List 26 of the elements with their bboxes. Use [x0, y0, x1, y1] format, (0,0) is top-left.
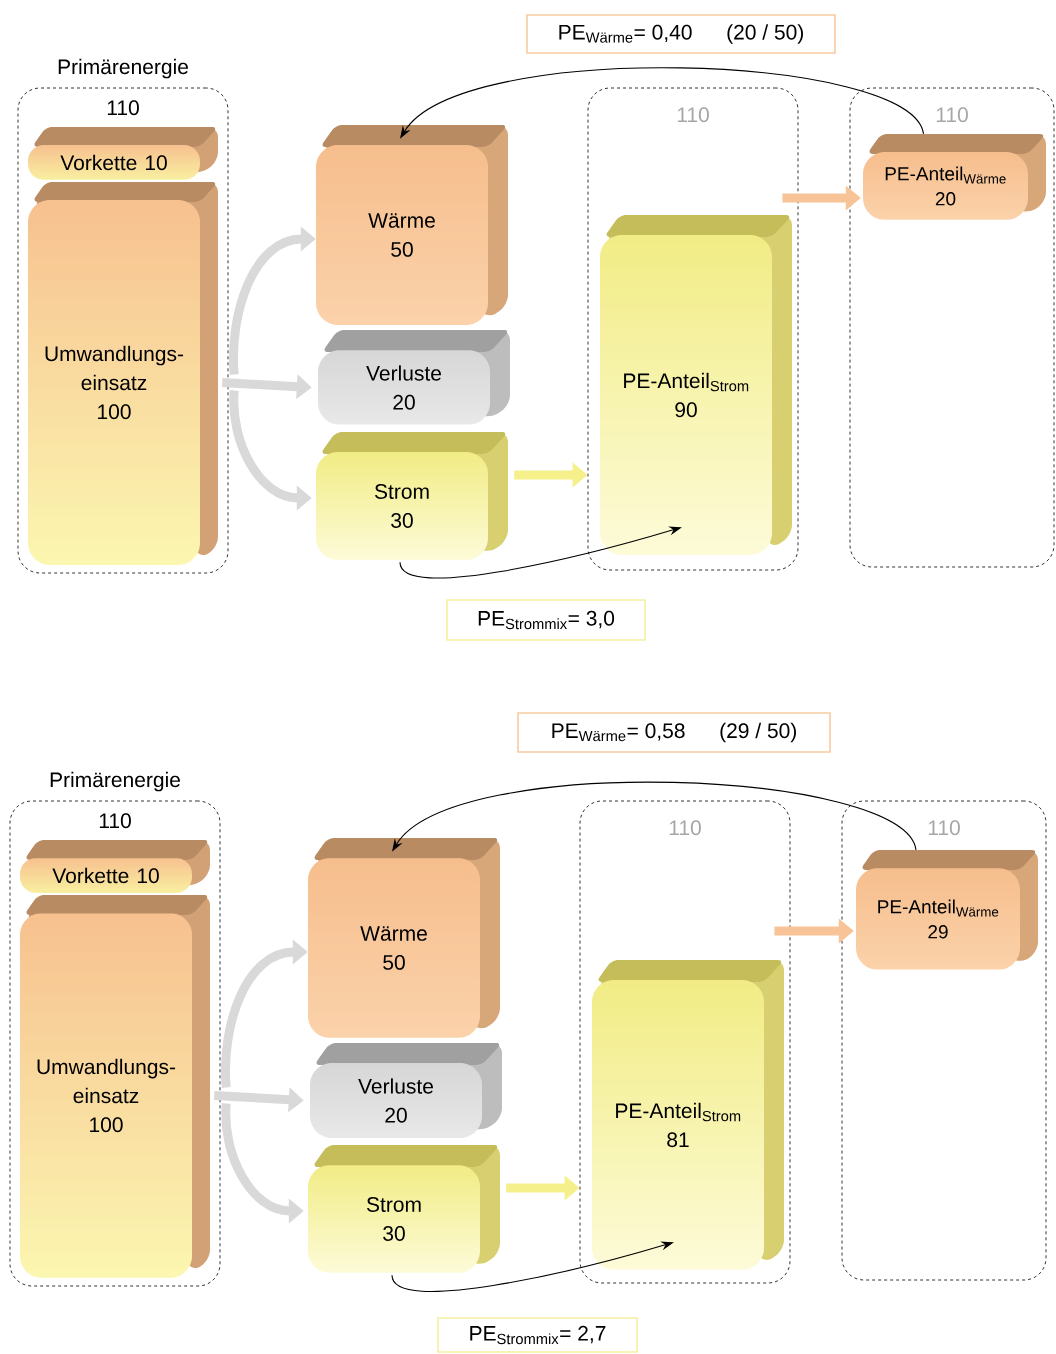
value-label: 110 — [677, 107, 709, 123]
energy-block: Umwandlungs- einsatz 100 — [20, 895, 210, 1278]
value-label: 110 — [669, 820, 701, 836]
heading: Primärenergie — [58, 58, 188, 79]
energy-block: Strom 30 — [316, 432, 508, 560]
value-label: 110 — [107, 100, 139, 116]
formula-box: PE$_{Strommix}$= 3,0 — [446, 599, 646, 641]
energy-block: PE-Anteil$_{Wärme}$ 29 — [856, 850, 1038, 970]
energy-block: Verluste 20 — [318, 330, 510, 425]
energy-block: Wärme 50 — [316, 125, 508, 325]
energy-block: Strom 30 — [308, 1145, 500, 1273]
formula-box: PE$_{Wärme}$= 0,40 (20 / 50) — [526, 14, 836, 54]
formula-box: PE$_{Wärme}$= 0,58 (29 / 50) — [517, 712, 831, 753]
value-label: 110 — [936, 107, 968, 123]
energy-block: Umwandlungs- einsatz 100 — [28, 182, 218, 565]
formula-box: PE$_{Strommix}$= 2,7 — [437, 1317, 638, 1353]
energy-block: PE-Anteil$_{Strom}$ 81 — [592, 960, 784, 1270]
energy-block: PE-Anteil$_{Wärme}$ 20 — [863, 134, 1046, 220]
value-label: 110 — [928, 820, 960, 836]
heading: Primärenergie — [50, 771, 180, 792]
energy-block: Vorkette 10 — [28, 127, 218, 180]
energy-block: Wärme 50 — [308, 838, 500, 1038]
value-label: 110 — [99, 813, 131, 829]
energy-block: PE-Anteil$_{Strom}$ 90 — [600, 215, 792, 555]
energy-block: Vorkette 10 — [20, 840, 210, 893]
energy-block: Verluste 20 — [310, 1043, 502, 1138]
